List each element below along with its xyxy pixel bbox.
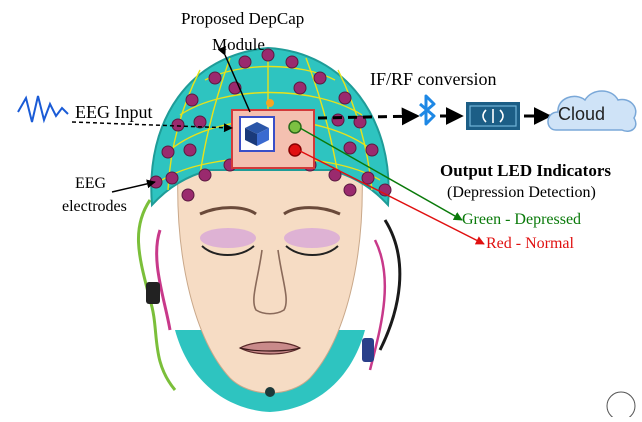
corner-circle [607,392,635,417]
conversion-label: IF/RF conversion [370,70,497,88]
eeg-wave-icon [18,96,68,122]
ear-clip-left [146,282,160,304]
green-indicator-label: Green - Depressed [462,212,581,228]
red-indicator-label: Red - Normal [486,236,574,252]
cloud-label: Cloud [558,105,605,123]
electrodes-label-line1: EEG [75,176,106,192]
eeg-input-label: EEG Input [75,103,152,121]
cable-pink-left [157,230,170,330]
to-bluetooth-arrow [318,116,418,118]
electrodes-label-line2: electrodes [62,199,127,215]
bluetooth-icon [420,96,434,124]
module-label-line2: Module [212,36,265,53]
electrodes-label-arrow [112,182,155,192]
output-heading: Output LED Indicators [440,162,611,179]
ear-clip-right [362,338,374,362]
reference-electrode [266,99,274,107]
cable-black-right [380,220,400,350]
chin-connector [265,387,275,397]
wireless-module-icon [466,102,520,130]
led-green [289,121,301,133]
led-red [289,144,301,156]
output-subheading: (Depression Detection) [447,185,596,201]
module-label-line1: Proposed DepCap [181,10,304,27]
